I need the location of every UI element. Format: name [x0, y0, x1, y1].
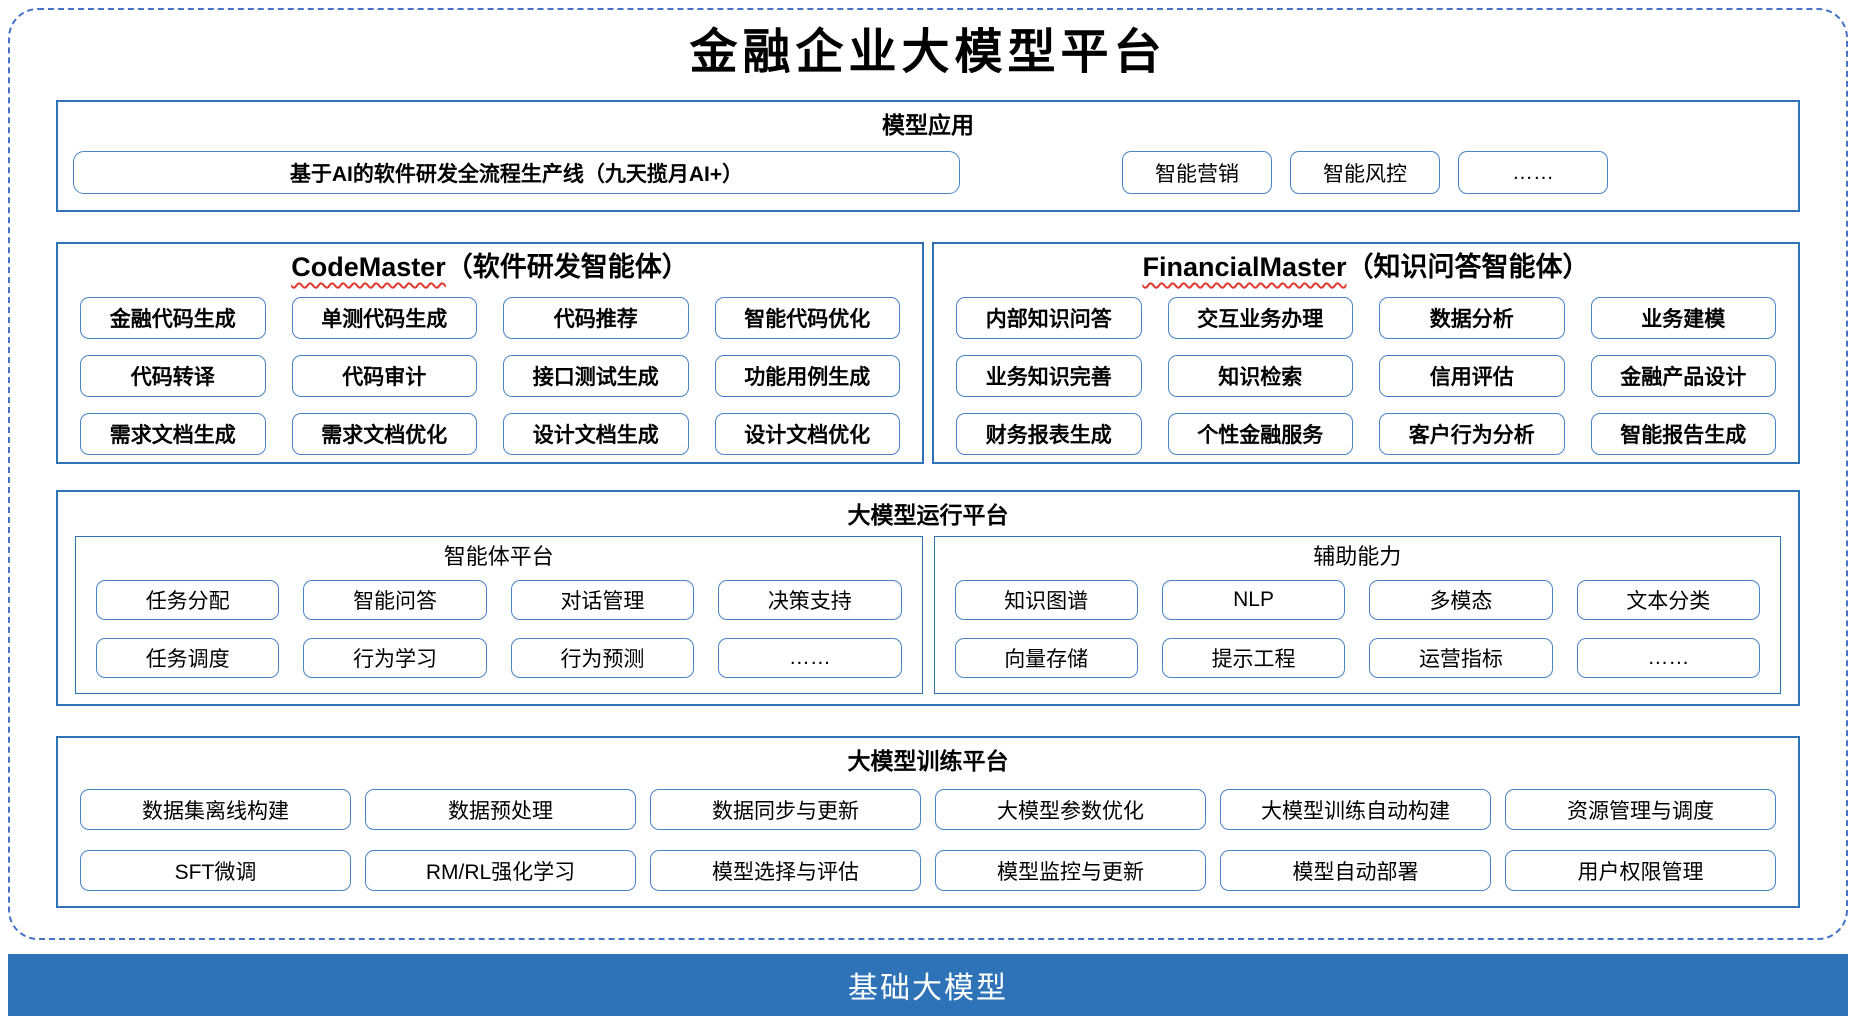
- capability-box: 多模态: [1369, 580, 1553, 620]
- section-model-applications: 模型应用 基于AI的软件研发全流程生产线（九天揽月AI+） 智能营销智能风控 ……: [56, 100, 1800, 212]
- capability-box: 需求文档优化: [291, 413, 477, 455]
- foundation-model-bar: 基础大模型: [8, 954, 1848, 1016]
- capability-box: 业务知识完善: [956, 355, 1142, 397]
- capability-box: 财务报表生成: [956, 413, 1142, 455]
- capability-box: 内部知识问答: [956, 297, 1142, 339]
- capability-box: 行为学习: [303, 638, 487, 678]
- capability-box: 代码推荐: [503, 297, 689, 339]
- auxiliary-capabilities-grid: 知识图谱 NLP 多模态文本分类向量存储提示工程运营指标 ……: [935, 574, 1781, 678]
- model-applications-header: 模型应用: [882, 112, 974, 138]
- capability-box: ……: [718, 638, 902, 678]
- training-platform-grid: 数据集离线构建数据预处理数据同步与更新大模型参数优化大模型训练自动构建资源管理与…: [58, 779, 1798, 891]
- capability-box: 金融产品设计: [1590, 355, 1776, 397]
- capability-box: 代码审计: [291, 355, 477, 397]
- capability-box: 大模型参数优化: [935, 789, 1206, 830]
- capability-box: 文本分类: [1576, 580, 1760, 620]
- subsection-agent-platform: 智能体平台 任务分配智能问答对话管理决策支持任务调度行为学习行为预测 ……: [75, 536, 923, 694]
- capability-box: 模型选择与评估: [650, 850, 921, 891]
- financialmaster-title: FinancialMaster（知识问答智能体）: [934, 244, 1798, 288]
- model-applications-row: 基于AI的软件研发全流程生产线（九天揽月AI+） 智能营销智能风控 ……: [58, 143, 1798, 194]
- runtime-platform-header: 大模型运行平台: [847, 502, 1009, 528]
- capability-box: 模型监控与更新: [935, 850, 1206, 891]
- platform-frame: 金融企业大模型平台 模型应用 基于AI的软件研发全流程生产线（九天揽月AI+） …: [8, 8, 1848, 940]
- codemaster-title: CodeMaster（软件研发智能体）: [58, 244, 922, 288]
- capability-box: 智能营销: [1122, 151, 1272, 194]
- capability-box: RM/RL强化学习: [365, 850, 636, 891]
- capability-box: 业务建模: [1590, 297, 1776, 339]
- capability-box: 知识检索: [1167, 355, 1353, 397]
- page-title: 金融企业大模型平台: [689, 26, 1167, 79]
- capability-box: 智能报告生成: [1590, 413, 1776, 455]
- capability-box: 信用评估: [1379, 355, 1565, 397]
- capability-box: 用户权限管理: [1505, 850, 1776, 891]
- section-financialmaster: FinancialMaster（知识问答智能体） 内部知识问答交互业务办理数据分…: [932, 242, 1800, 464]
- capability-box: 交互业务办理: [1167, 297, 1353, 339]
- capability-box: 任务调度: [96, 638, 280, 678]
- capability-box: 知识图谱: [954, 580, 1138, 620]
- training-platform-header: 大模型训练平台: [847, 748, 1009, 774]
- capability-box: 提示工程: [1161, 638, 1346, 678]
- capability-box: 接口测试生成: [503, 355, 689, 397]
- codemaster-grid: 金融代码生成单测代码生成代码推荐智能代码优化代码转译代码审计接口测试生成功能用例…: [58, 288, 922, 455]
- capability-box: 功能用例生成: [714, 355, 900, 397]
- capability-box: 智能风控: [1290, 151, 1440, 194]
- financialmaster-grid: 内部知识问答交互业务办理数据分析业务建模业务知识完善知识检索信用评估金融产品设计…: [934, 288, 1798, 455]
- agent-platform-header: 智能体平台: [443, 544, 554, 569]
- capability-box: 对话管理: [510, 580, 695, 620]
- capability-box: 设计文档优化: [714, 413, 900, 455]
- capability-box: 数据预处理: [365, 789, 636, 830]
- capability-box: 数据分析: [1379, 297, 1565, 339]
- capability-box: 数据同步与更新: [650, 789, 921, 830]
- financialmaster-title-en: FinancialMaster: [1142, 252, 1347, 282]
- codemaster-title-en: CodeMaster: [291, 252, 446, 282]
- capability-box: 智能问答: [303, 580, 487, 620]
- app-main-pipeline-box: 基于AI的软件研发全流程生产线（九天揽月AI+）: [73, 151, 960, 194]
- capability-box: 需求文档生成: [80, 413, 266, 455]
- agents-row: CodeMaster（软件研发智能体） 金融代码生成单测代码生成代码推荐智能代码…: [56, 242, 1800, 464]
- capability-box: 金融代码生成: [80, 297, 266, 339]
- capability-box: 运营指标: [1369, 638, 1553, 678]
- runtime-row: 智能体平台 任务分配智能问答对话管理决策支持任务调度行为学习行为预测 …… 辅助能…: [58, 533, 1798, 694]
- capability-box: 行为预测: [510, 638, 695, 678]
- capability-box: 资源管理与调度: [1505, 789, 1776, 830]
- section-runtime-platform: 大模型运行平台 智能体平台 任务分配智能问答对话管理决策支持任务调度行为学习行为…: [56, 490, 1800, 706]
- capability-box: 向量存储: [954, 638, 1138, 678]
- financialmaster-title-cn: （知识问答智能体）: [1346, 252, 1590, 282]
- capability-box: 模型自动部署: [1220, 850, 1491, 891]
- capability-box: 决策支持: [718, 580, 902, 620]
- capability-box: SFT微调: [80, 850, 351, 891]
- capability-box: 数据集离线构建: [80, 789, 351, 830]
- capability-box: ……: [1576, 638, 1760, 678]
- subsection-auxiliary-capabilities: 辅助能力 知识图谱 NLP 多模态文本分类向量存储提示工程运营指标 ……: [933, 536, 1781, 694]
- section-training-platform: 大模型训练平台 数据集离线构建数据预处理数据同步与更新大模型参数优化大模型训练自…: [56, 736, 1800, 908]
- capability-box: 设计文档生成: [503, 413, 689, 455]
- capability-box: 智能代码优化: [714, 297, 900, 339]
- capability-box: 大模型训练自动构建: [1220, 789, 1491, 830]
- foundation-model-label: 基础大模型: [848, 972, 1008, 1005]
- agent-platform-grid: 任务分配智能问答对话管理决策支持任务调度行为学习行为预测 ……: [76, 574, 922, 678]
- capability-box: 个性金融服务: [1167, 413, 1353, 455]
- auxiliary-capabilities-header: 辅助能力: [1313, 544, 1402, 569]
- capability-box: 单测代码生成: [291, 297, 477, 339]
- capability-box: 任务分配: [96, 580, 280, 620]
- capability-box: ……: [1458, 151, 1608, 194]
- capability-box: 代码转译: [80, 355, 266, 397]
- capability-box: NLP: [1161, 580, 1346, 620]
- capability-box: 客户行为分析: [1379, 413, 1565, 455]
- section-codemaster: CodeMaster（软件研发智能体） 金融代码生成单测代码生成代码推荐智能代码…: [56, 242, 924, 464]
- codemaster-title-cn: （软件研发智能体）: [445, 252, 689, 282]
